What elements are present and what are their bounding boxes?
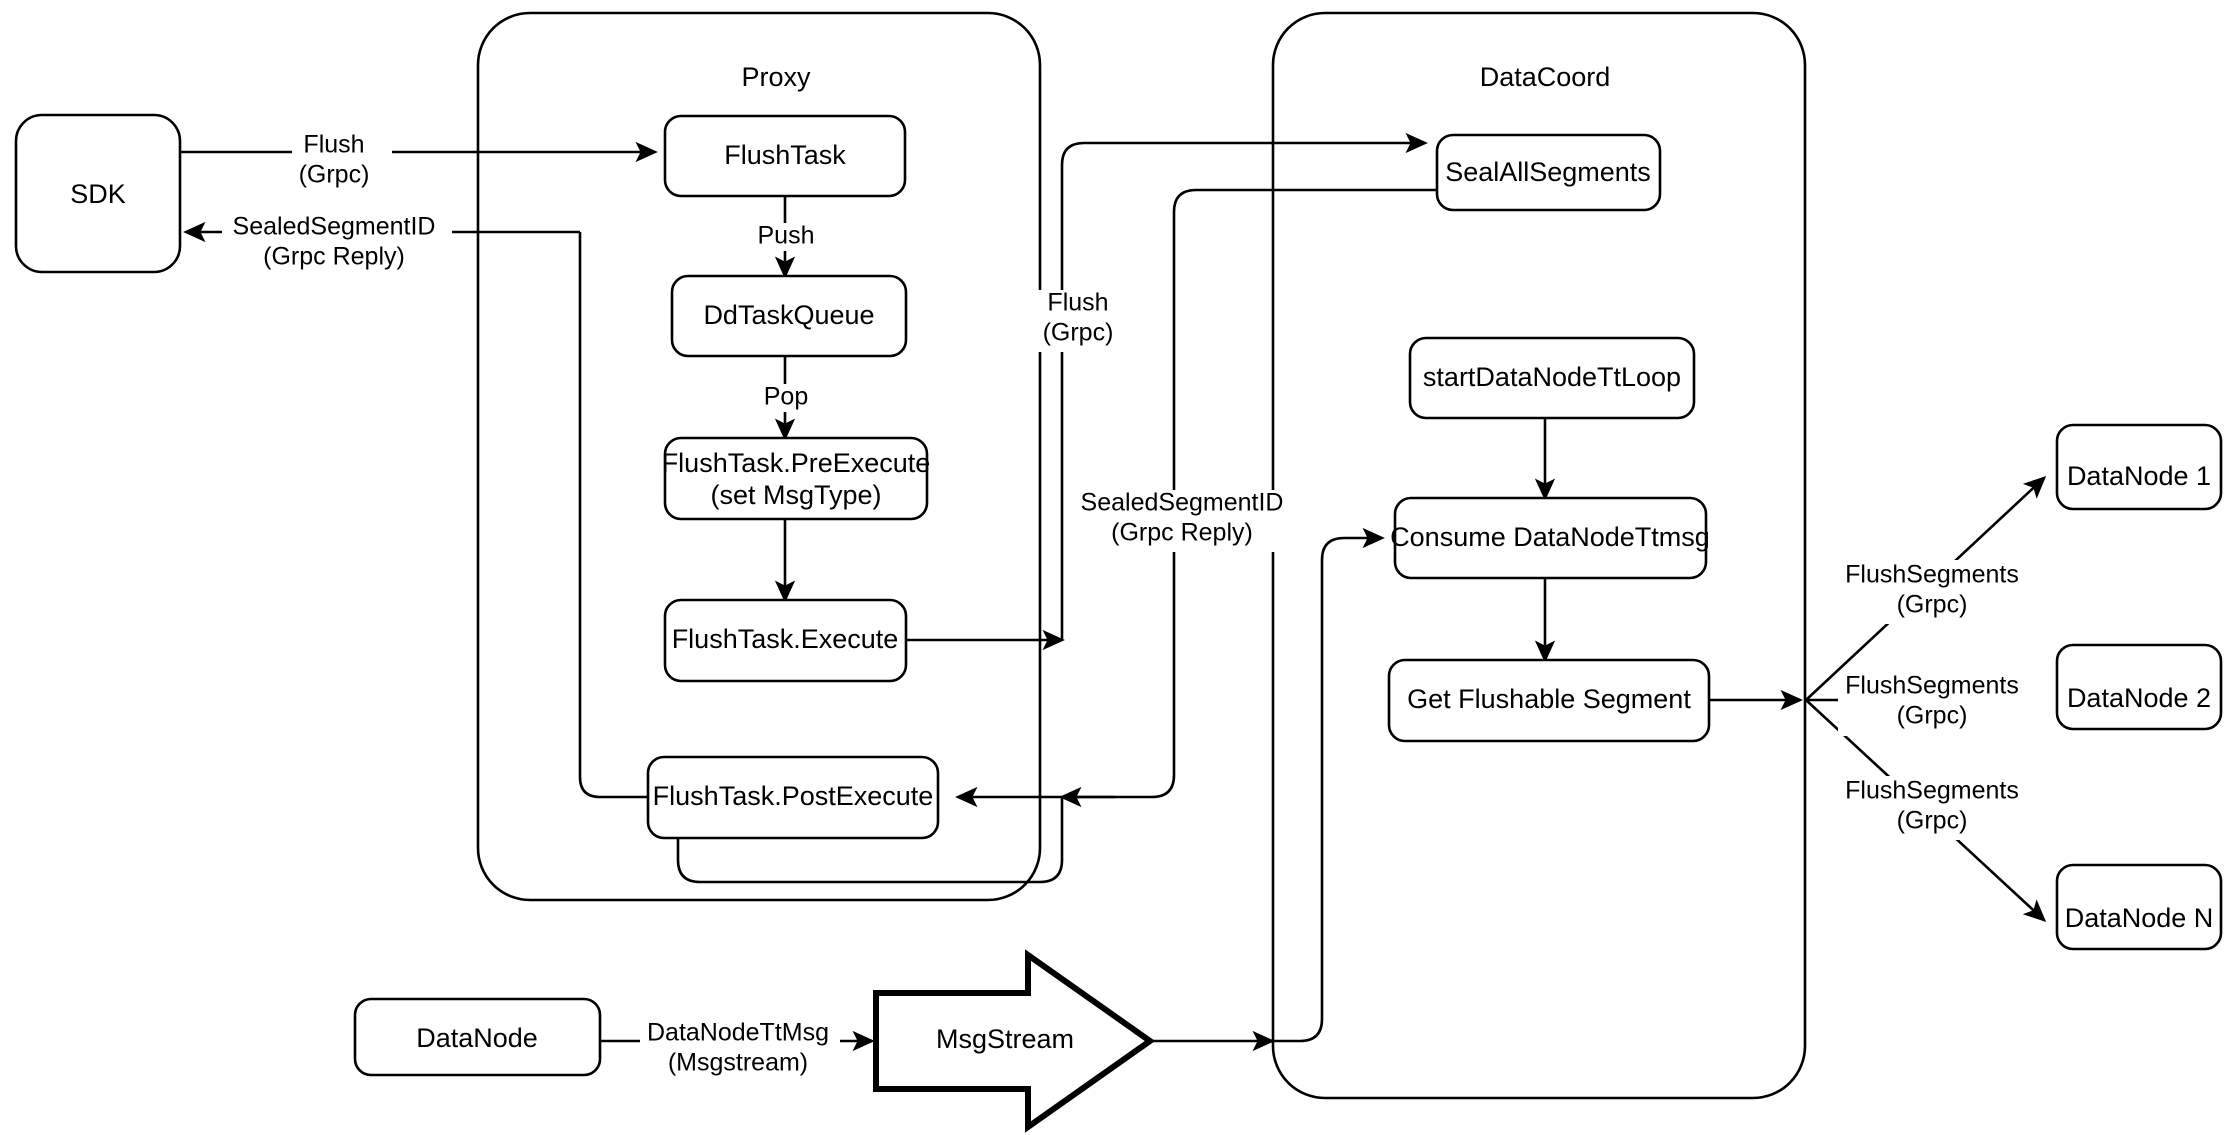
node-start-datanode-tt-loop-label: startDataNodeTtLoop <box>1423 362 1681 392</box>
node-get-flushable-segment-label: Get Flushable Segment <box>1407 684 1691 714</box>
edge-label-datanode-ttmsg-line2: (Msgstream) <box>668 1049 808 1077</box>
node-flush-task-postexecute[interactable] <box>646 755 940 840</box>
node-seal-all-segments[interactable] <box>1435 133 1662 212</box>
edge-label-bg-dn-tt-msg <box>640 1022 840 1052</box>
edge-label-bg-proxy-reply <box>1092 490 1288 552</box>
edge-label-bg-flushseg-2 <box>1838 672 2048 736</box>
edge-label-flushsegments-n-line1: FlushSegments <box>1845 777 2019 805</box>
node-msgstream-label: MsgStream <box>936 1024 1074 1054</box>
edge-label-flushsegments-1-line2: (Grpc) <box>1897 591 1968 619</box>
node-datanode-1[interactable] <box>2055 423 2223 511</box>
node-dd-task-queue-label: DdTaskQueue <box>703 300 874 330</box>
datacoord-container <box>1271 11 1807 1100</box>
node-datanode-source-label: DataNode <box>416 1023 538 1053</box>
edge-label-bg-sdk-flush-1 <box>292 132 392 162</box>
edge-label-flushsegments-1-line1: FlushSegments <box>1845 561 2019 589</box>
edge-label-push: Push <box>758 222 815 250</box>
node-datanode-n-label: DataNode N <box>2065 903 2214 933</box>
node-flush-task-execute-label: FlushTask.Execute <box>672 624 899 654</box>
edge-label-sdk-flush-line1: Flush <box>303 131 364 159</box>
edge-label-sdk-flush-line2: (Grpc) <box>299 161 370 189</box>
node-msgstream-arrow[interactable] <box>873 949 1156 1133</box>
edge-label-flushsegments-2-line1: FlushSegments <box>1845 672 2019 700</box>
edge-label-sdk-reply-line1: SealedSegmentID <box>233 213 436 241</box>
node-datanode-2[interactable] <box>2055 643 2223 731</box>
node-flush-task-execute[interactable] <box>663 598 908 683</box>
edge-label-datanode-ttmsg-line1: DataNodeTtMsg <box>647 1019 829 1047</box>
node-flush-task-preexecute-label-line2: (set MsgType) <box>710 480 881 510</box>
node-sdk[interactable] <box>14 113 182 274</box>
node-seal-all-segments-label: SealAllSegments <box>1445 157 1651 187</box>
datacoord-container-label: DataCoord <box>1480 62 1611 92</box>
node-datanode-1-label: DataNode 1 <box>2067 461 2211 491</box>
edge-datacoord-tt-consume <box>1272 527 1385 1043</box>
edge-flush-grpc-trunk <box>1060 141 1272 640</box>
edge-label-proxy-flush-line2: (Grpc) <box>1043 319 1114 347</box>
edge-label-bg-pop <box>750 384 822 412</box>
node-datanode-n[interactable] <box>2055 863 2223 951</box>
node-dd-task-queue[interactable] <box>670 274 908 358</box>
node-consume-datanode-ttmsg[interactable] <box>1393 496 1708 580</box>
node-flush-task-postexecute-label: FlushTask.PostExecute <box>653 781 934 811</box>
edge-label-flushsegments-n-line2: (Grpc) <box>1897 807 1968 835</box>
edge-label-proxy-flush-line1: Flush <box>1047 289 1108 317</box>
node-get-flushable-segment[interactable] <box>1387 658 1711 743</box>
node-consume-datanode-ttmsg-label: Consume DataNodeTtmsg <box>1390 522 1710 552</box>
edge-label-bg-flushseg-n <box>1838 776 2048 840</box>
node-flush-task[interactable] <box>663 114 907 198</box>
edge-label-bg-push <box>745 223 827 251</box>
node-flush-task-preexecute[interactable] <box>663 436 929 521</box>
node-flush-task-preexecute-label-line1: FlushTask.PreExecute <box>662 448 931 478</box>
edge-label-flushsegments-2-line2: (Grpc) <box>1897 702 1968 730</box>
edge-proxy-bottom-run <box>676 820 1040 884</box>
edge-label-bg-flushseg-1 <box>1838 560 2048 624</box>
edge-label-pop: Pop <box>764 383 808 411</box>
edge-postexecute-return <box>578 232 655 799</box>
node-flush-task-label: FlushTask <box>724 140 846 170</box>
edge-label-sdk-reply-line2: (Grpc Reply) <box>263 243 405 271</box>
node-start-datanode-tt-loop[interactable] <box>1408 336 1696 420</box>
edge-label-proxy-reply-line1: SealedSegmentID <box>1081 489 1284 517</box>
node-datanode-2-label: DataNode 2 <box>2067 683 2211 713</box>
edge-label-bg-sdk-reply-1 <box>222 215 452 245</box>
node-sdk-label: SDK <box>70 179 126 209</box>
node-datanode-source[interactable] <box>353 997 602 1077</box>
edge-label-bg-proxy-flush <box>1013 290 1111 352</box>
edge-label-proxy-reply-line2: (Grpc Reply) <box>1111 519 1253 547</box>
edge-proxy-bottom-hook <box>1039 797 1064 884</box>
proxy-container <box>476 11 1042 902</box>
proxy-container-label: Proxy <box>741 62 811 92</box>
